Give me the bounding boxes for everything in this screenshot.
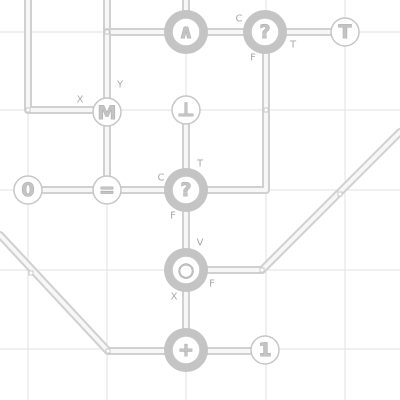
node-merge-symbol: M xyxy=(98,102,117,124)
node-zero: 0 xyxy=(13,175,43,205)
wire-joint xyxy=(25,107,31,113)
port-c-label: C xyxy=(158,173,165,184)
node-query-mid: ? C T F xyxy=(158,159,208,222)
wire-joints xyxy=(25,29,343,354)
port-x-label: X xyxy=(171,292,178,303)
node-bottom-symbol: ⊥ xyxy=(177,99,194,121)
node-zero-symbol: 0 xyxy=(21,179,34,201)
wire-top-row xyxy=(103,0,350,36)
port-x-label: X xyxy=(77,95,84,106)
wire-joint xyxy=(263,107,269,113)
node-one: 1 xyxy=(250,335,280,365)
node-and-symbol: ∧ xyxy=(178,21,193,43)
port-f-label: F xyxy=(170,211,176,222)
node-one-symbol: 1 xyxy=(258,339,271,361)
port-t-label: T xyxy=(289,40,297,51)
node-query-top-symbol: ? xyxy=(259,21,270,43)
wire-left-diagonal xyxy=(0,231,269,355)
port-f-label: F xyxy=(209,279,215,290)
node-and: ∧ xyxy=(164,10,208,54)
node-terminal-t: T xyxy=(330,17,360,47)
node-plus-symbol: + xyxy=(178,339,194,361)
port-c-label: C xyxy=(236,14,243,25)
wire-joint xyxy=(104,29,110,35)
node-fold-symbol: ○ xyxy=(178,259,195,281)
node-bottom: ⊥ xyxy=(171,95,201,125)
port-y-label: Y xyxy=(116,80,124,91)
wire-joint xyxy=(105,348,111,354)
wire-query-top-false xyxy=(182,28,270,194)
wire-joint xyxy=(337,191,343,197)
port-t-label: T xyxy=(196,159,204,170)
node-terminal-t-symbol: T xyxy=(339,21,352,43)
node-equals-symbol: = xyxy=(99,179,115,201)
wire-left-loop xyxy=(24,0,111,114)
node-merge: M X Y xyxy=(77,80,124,127)
node-query-top: ? C T F xyxy=(236,10,297,64)
wire-fold-diagonal xyxy=(182,128,400,274)
wire-joint xyxy=(28,270,34,276)
port-f-label: F xyxy=(250,53,256,64)
node-equals: = xyxy=(92,175,122,205)
wire-joint xyxy=(259,267,265,273)
node-fold: ○ V X F xyxy=(164,238,215,303)
node-query-mid-symbol: ? xyxy=(180,179,191,201)
port-v-label: V xyxy=(197,238,204,249)
node-plus: + xyxy=(164,328,208,372)
